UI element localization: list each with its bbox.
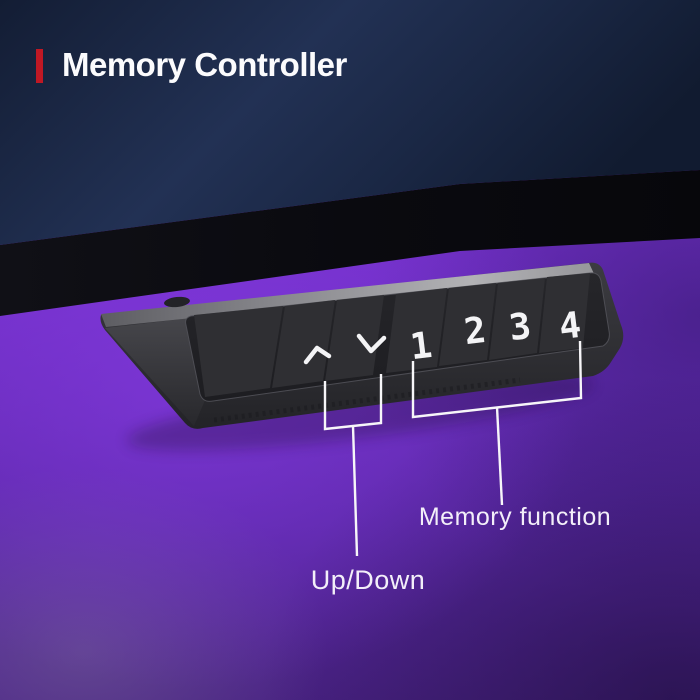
- preset-2-button: [439, 283, 496, 366]
- up-down-label: Up/Down: [310, 565, 426, 595]
- chevron-down-icon: [356, 333, 387, 354]
- controller-shadow: [126, 373, 594, 451]
- title-accent-bar: [36, 49, 43, 83]
- preset-4-label: 4: [557, 305, 584, 348]
- preset-3-button: [489, 278, 545, 360]
- memory-stem-line: [495, 406, 504, 506]
- preset-1-label: 1: [408, 325, 435, 368]
- blank-key: [194, 306, 283, 397]
- controller-left-face: [105, 318, 205, 426]
- header: Memory Controller: [36, 47, 347, 83]
- preset-3-label: 3: [507, 306, 534, 349]
- memory-function-label: Memory function: [418, 503, 612, 531]
- screw-hole: [164, 296, 190, 308]
- down-button: [325, 295, 384, 381]
- preset-4-button: [539, 273, 590, 353]
- chevron-up-icon: [303, 345, 332, 365]
- up-button: [272, 300, 335, 388]
- mounting-plate: [101, 263, 595, 327]
- desk-surface: [0, 0, 700, 245]
- updown-stem-line: [351, 425, 359, 557]
- grip-texture: [213, 377, 521, 423]
- page-title: Memory Controller: [62, 46, 347, 83]
- preset-1-button: [386, 288, 447, 373]
- desk-edge: [0, 170, 700, 316]
- preset-2-label: 2: [462, 310, 489, 353]
